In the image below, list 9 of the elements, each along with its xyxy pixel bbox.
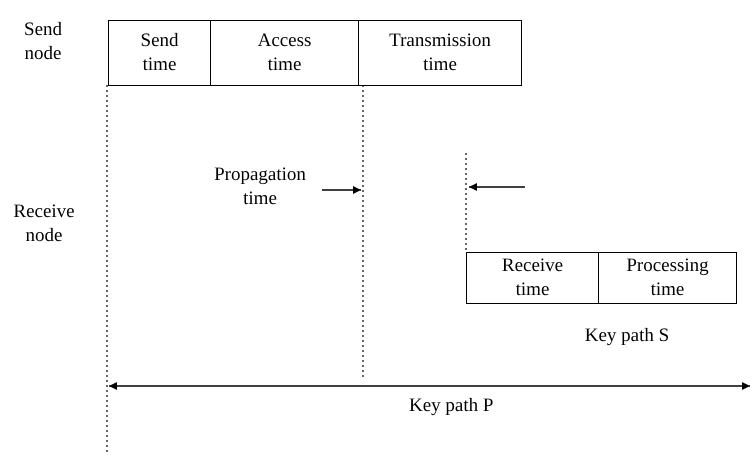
time-box: Send time: [108, 20, 211, 86]
time-box: Access time: [210, 20, 359, 86]
path-label: Key path S: [584, 324, 670, 348]
time-box: Transmission time: [358, 20, 522, 86]
node-label: Send node: [23, 18, 63, 66]
time-box: Receive time: [466, 252, 599, 304]
time-box: Processing time: [598, 252, 737, 304]
duration-label: Propagation time: [213, 163, 307, 211]
node-label: Receive node: [12, 200, 76, 248]
